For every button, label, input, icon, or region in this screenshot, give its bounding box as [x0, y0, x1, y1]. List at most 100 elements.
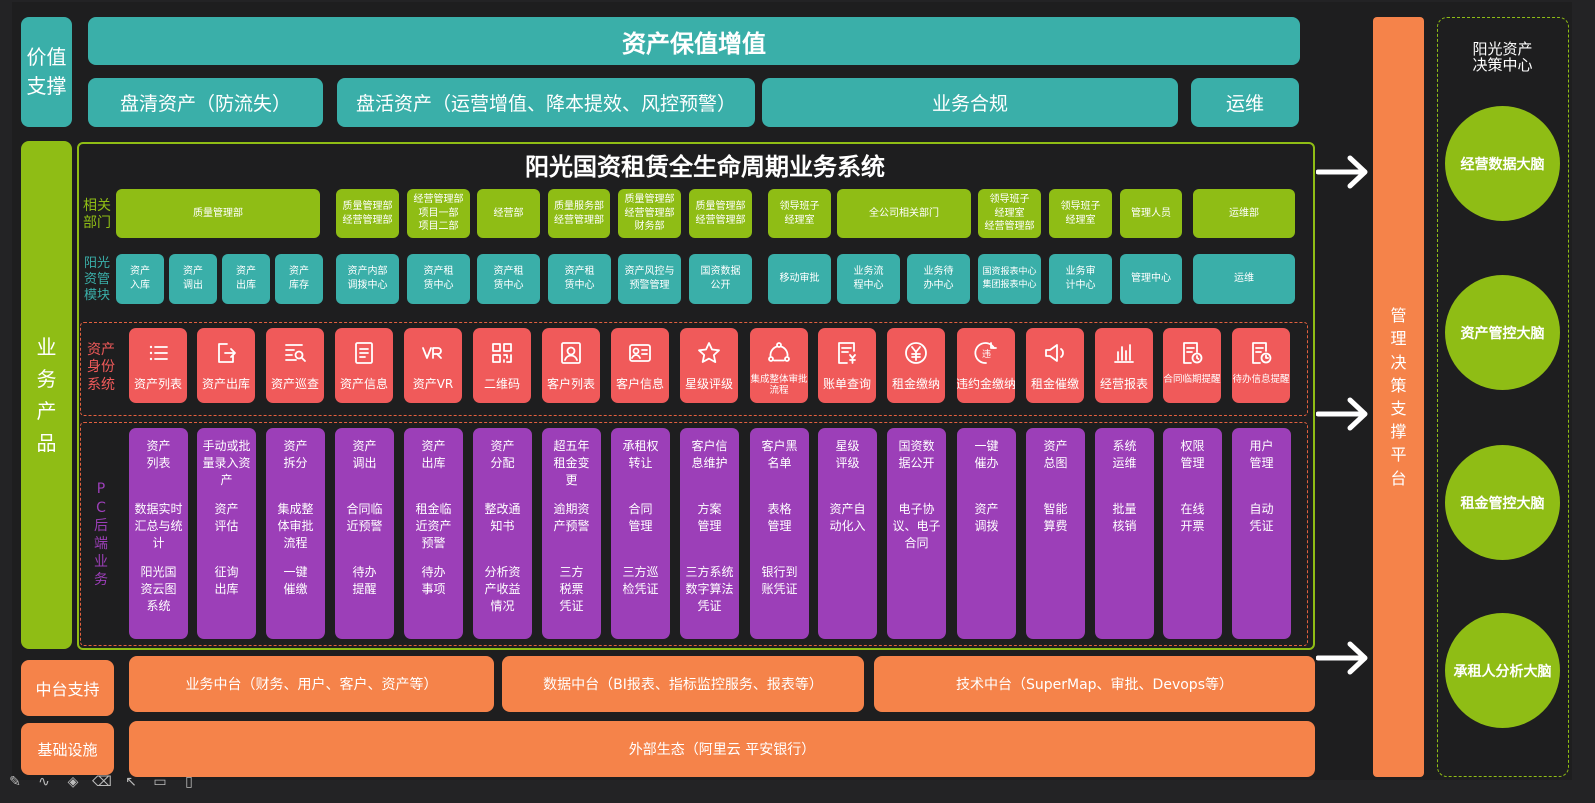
bar-chart-icon [1114, 344, 1134, 363]
pc-feature-text: 承租权 转让 [622, 439, 659, 470]
pc-feature-text: 资产 总图 [1043, 439, 1068, 470]
identity-card: 客户信息 [611, 328, 669, 403]
identity-card: 资产信息 [335, 328, 393, 403]
identity-card-label: 资产列表 [133, 377, 182, 391]
module-box: 国资数据 公开 [689, 254, 752, 304]
pc-backend-card: 资产 拆分集成整 体审批 流程一键 催缴 [266, 428, 325, 639]
fill-icon[interactable]: ◈ [67, 774, 79, 790]
pc-backend-card: 国资数 据公开电子协 议、电子 合同 [887, 428, 946, 639]
dept-box: 质量管理部 经营管理部 财务部 [618, 189, 681, 238]
pc-feature-text: 数据实时 汇总与统 计 [134, 502, 183, 550]
pc-row-label: P C 后 端 业 务 [94, 481, 108, 589]
dept-box: 领导班子 经理室 [768, 189, 831, 238]
module-box: 业务待 办中心 [907, 254, 970, 304]
identity-card-label: 违约金缴纳 [957, 377, 1015, 391]
arrow-right-icon [1316, 641, 1368, 675]
identity-card: 租金催缴 [1026, 328, 1084, 403]
pc-feature-text: 合同临 近预警 [346, 502, 383, 533]
tech-middle-platform: 技术中台（SuperMap、审批、Devops等） [874, 656, 1315, 712]
identity-card-label: 待办信息提醒 [1232, 374, 1290, 385]
pc-feature-text: 阳光国 资云图 系统 [140, 565, 177, 613]
identity-card-label: 租金催缴 [1030, 377, 1079, 391]
middle-support-label: 中台支持 [21, 660, 114, 716]
business-middle-platform: 业务中台（财务、用户、客户、资产等） [129, 656, 494, 712]
pc-feature-text: 合同 管理 [628, 502, 653, 533]
identity-card-label: 经营报表 [1099, 377, 1148, 391]
module-box: 移动审批 [768, 254, 831, 304]
star-icon [698, 342, 720, 363]
module-box: 业务流 程中心 [837, 254, 900, 304]
pc-feature-text: 征询 出库 [214, 565, 239, 596]
list-icon [149, 345, 168, 361]
pc-backend-card: 权限 管理在线 开票 [1163, 428, 1222, 639]
identity-card-label: 资产巡查 [270, 377, 319, 391]
identity-card: 待办信息提醒 [1232, 328, 1290, 403]
module-box: 资产内部 调拨中心 [336, 254, 399, 304]
workflow-icon [768, 342, 790, 362]
speaker-icon [1045, 344, 1064, 362]
brain-circle: 资产管控大脑 [1445, 275, 1560, 390]
infrastructure-label: 基础设施 [21, 723, 114, 775]
identity-card: 资产列表 [129, 328, 187, 403]
value-sub-4: 运维 [1191, 78, 1299, 127]
decision-center-frame [1437, 17, 1569, 777]
dept-box: 质量管理部 [116, 189, 320, 238]
pointer-icon[interactable]: ↖ [125, 774, 137, 790]
module-box: 业务审 计中心 [1049, 254, 1112, 304]
pc-backend-card: 资产 总图智能 算费 [1026, 428, 1085, 639]
pc-backend-frame [80, 422, 1308, 646]
module-box: 资产租 赁中心 [477, 254, 540, 304]
value-sub-1: 盘清资产（防流失） [88, 78, 323, 127]
pencil-icon[interactable]: ✎ [9, 774, 21, 790]
curve-icon[interactable]: ∿ [38, 774, 50, 790]
pc-feature-text: 一键 催办 [974, 439, 999, 470]
identity-card: 二维码 [473, 328, 531, 403]
pc-feature-text: 星级 评级 [835, 439, 860, 470]
arrow-right-icon [1316, 155, 1368, 189]
penalty-icon: 违 [974, 342, 997, 364]
phone-icon[interactable]: ▯ [185, 774, 193, 790]
pc-backend-card: 用户 管理自动 凭证 [1232, 428, 1291, 639]
pc-feature-text: 电子协 议、电子 合同 [892, 502, 941, 550]
video-icon[interactable]: ▭ [153, 774, 167, 790]
value-sub-3: 业务合规 [762, 78, 1178, 127]
pc-backend-card: 星级 评级资产自 动化入 [818, 428, 877, 639]
pc-feature-text: 分析资 产收益 情况 [484, 565, 521, 613]
pc-feature-text: 批量 核销 [1112, 502, 1137, 533]
identity-card-label: 客户信息 [615, 377, 664, 391]
identity-row-label: 资产 身份 系统 [87, 341, 115, 393]
pc-feature-text: 国资数 据公开 [898, 439, 935, 470]
dept-box: 领导班子 经理室 [1049, 189, 1112, 238]
pc-feature-text: 资产 调出 [352, 439, 377, 470]
pc-feature-text: 客户黑 名单 [761, 439, 798, 470]
arrow-right-icon [1316, 397, 1368, 431]
identity-card: 集成整体审批流程 [750, 328, 808, 403]
dept-box: 经营管理部 项目一部 项目二部 [407, 189, 470, 238]
pc-feature-text: 三方 税票 凭证 [559, 565, 584, 613]
pc-feature-text: 客户信 息维护 [691, 439, 728, 470]
pc-backend-card: 客户信 息维护方案 管理三方系统 数字算法 凭证 [680, 428, 739, 639]
pc-feature-text: 手动或批 量录入资 产 [202, 439, 251, 487]
eraser-icon[interactable]: ⌫ [92, 774, 112, 790]
pc-feature-text: 表格 管理 [767, 502, 792, 533]
dept-box: 质量服务部 经营管理部 [548, 189, 610, 238]
pc-feature-text: 智能 算费 [1043, 502, 1068, 533]
module-box: 资产 调出 [169, 254, 217, 304]
pc-feature-text: 方案 管理 [697, 502, 722, 533]
identity-card: 合同临期提醒 [1163, 328, 1221, 403]
module-box: 资产 入库 [116, 254, 164, 304]
pc-backend-card: 资产 列表数据实时 汇总与统 计阳光国 资云图 系统 [129, 428, 188, 639]
decision-center-title: 阳光资产 决策中心 [1472, 39, 1533, 74]
pc-feature-text: 资产 调拨 [974, 502, 999, 533]
brain-circle: 经营数据大脑 [1445, 106, 1560, 221]
system-frame [77, 142, 1315, 650]
identity-card: 资产VR [404, 328, 462, 403]
identity-system-frame [80, 322, 1308, 416]
dept-box: 运维部 [1193, 189, 1295, 238]
export-icon [218, 343, 236, 363]
identity-card: 租金缴纳 [887, 328, 945, 403]
pc-feature-text: 权限 管理 [1180, 439, 1205, 470]
pc-backend-card: 手动或批 量录入资 产资产 评估征询 出库 [197, 428, 256, 639]
dept-box: 质量管理部 经营管理部 [689, 189, 752, 238]
identity-card-label: 合同临期提醒 [1163, 374, 1221, 385]
